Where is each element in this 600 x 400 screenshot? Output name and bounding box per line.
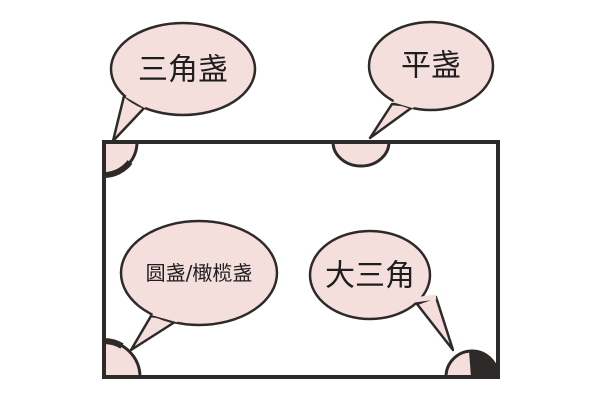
- callout-bottom-left: 圆盏/橄榄盏: [119, 219, 279, 352]
- callout-label-top-middle: 平盏: [401, 49, 461, 84]
- panel-outline: [102, 140, 500, 379]
- callout-bottom-right: 大三角: [308, 229, 455, 352]
- callout-label-bottom-left: 圆盏/橄榄盏: [146, 261, 253, 285]
- callout-top-left: 三角盏: [109, 21, 257, 143]
- callout-label-top-left: 三角盏: [138, 53, 228, 88]
- ornament-bottom-right: [444, 349, 500, 379]
- ornament-top-left: [102, 140, 139, 178]
- callout-top-middle: 平盏: [367, 20, 495, 140]
- callout-label-bottom-right: 大三角: [325, 259, 415, 294]
- ornament-top-middle: [331, 140, 391, 168]
